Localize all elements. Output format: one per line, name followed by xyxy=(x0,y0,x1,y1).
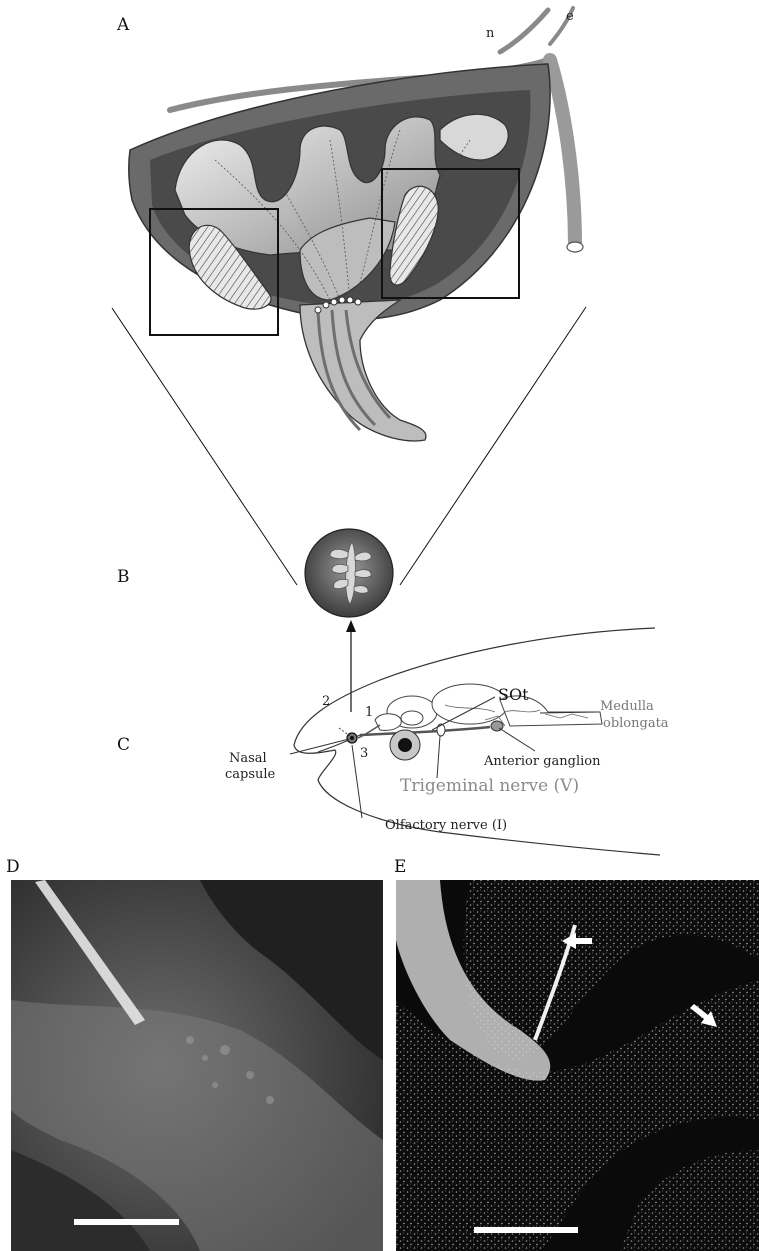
scale-bar-e xyxy=(474,1227,578,1233)
label-num-3: 3 xyxy=(360,746,368,761)
panel-label-c: C xyxy=(117,735,130,755)
label-nasal-1: Nasal xyxy=(229,751,267,766)
panel-e: E xyxy=(394,857,759,1251)
panel-d: D xyxy=(6,857,383,1251)
panel-label-d: D xyxy=(6,857,20,877)
panel-label-e: E xyxy=(394,857,406,877)
brain xyxy=(375,684,602,730)
label-trigeminal-nerve: Trigeminal nerve (V) xyxy=(400,776,579,796)
panel-a: A n e xyxy=(112,8,586,585)
panel-b: B xyxy=(117,529,393,712)
nerve-label-n: n xyxy=(486,26,495,41)
eye-pupil xyxy=(398,738,412,752)
label-olfactory-nerve: Olfactory nerve (I) xyxy=(385,818,507,833)
panel-label-b: B xyxy=(117,567,130,587)
scale-bar-d xyxy=(74,1219,179,1225)
arrowhead xyxy=(346,620,356,632)
panel-c: C xyxy=(117,628,669,855)
label-num-1: 1 xyxy=(365,705,373,720)
olfactory-nerve-line xyxy=(358,725,380,738)
label-sot: SOt xyxy=(498,685,529,704)
label-nasal-2: capsule xyxy=(225,767,276,782)
panel-label-a: A xyxy=(116,15,130,35)
nerve-cut-end xyxy=(567,242,583,252)
label-num-2: 2 xyxy=(322,694,330,709)
nasal-capsule-dot xyxy=(350,736,354,740)
label-medulla-2: oblongata xyxy=(603,716,669,731)
label-anterior-ganglion: Anterior ganglion xyxy=(483,754,601,769)
label-medulla-1: Medulla xyxy=(600,699,654,714)
zoom-line-left xyxy=(112,308,297,585)
nerve-label-e: e xyxy=(566,9,574,24)
zoom-line-right xyxy=(400,307,586,585)
